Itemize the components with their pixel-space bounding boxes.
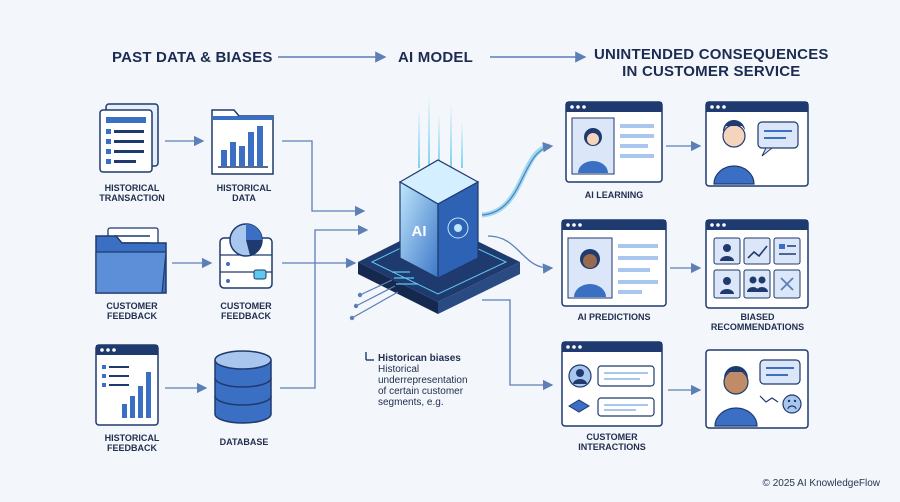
frustrated-customer-window-icon [705,349,809,429]
outcome-to-result-arrows [666,140,702,396]
header-ai-model: AI MODEL [398,49,473,66]
bias-note-title: Historican biases [378,353,461,364]
circuit-traces [349,271,418,321]
processed-to-model-arrows [280,140,369,389]
historical-data-folder-chart-icon [211,109,274,175]
label-ai-predictions: AI PREDICTIONS [577,312,651,322]
database-icon [214,350,272,424]
ai-learning-window-icon [565,101,663,183]
biased-recommendations-window-icon [705,219,809,309]
customer-feedback-server-icon [219,223,273,289]
ai-predictions-window-icon [561,219,667,307]
source-to-processed-arrows [165,135,213,394]
bias-note-marker [365,352,374,361]
copyright: © 2025 AI KnowledgeFlow [762,478,880,489]
customer-feedback-folder-icon [95,227,167,294]
label-ai-learning: AI LEARNING [584,190,644,200]
model-to-outcome-arrows [481,141,554,391]
bias-note: Historican biases Historical underrepres… [378,353,468,408]
ai-chip-label: AI [412,223,427,240]
header-past-data: PAST DATA & BIASES [112,49,273,66]
historical-transaction-icon [99,103,159,173]
customer-interactions-window-icon [561,341,663,427]
agent-speaking-window-icon [705,101,809,187]
ai-model-chip: AI [349,96,520,321]
historical-feedback-window-icon [95,344,159,426]
header-consequences: UNINTENDED CONSEQUENCES IN CUSTOMER SERV… [594,46,829,80]
label-database: DATABASE [219,437,269,447]
